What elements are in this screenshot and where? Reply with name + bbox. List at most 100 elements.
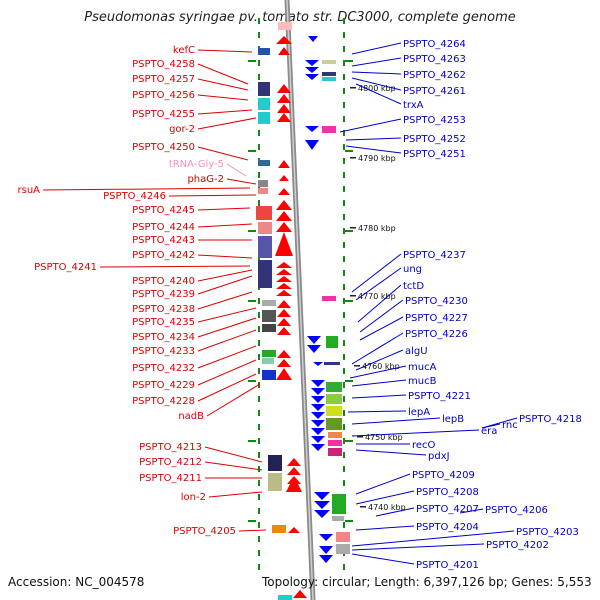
tick-mark <box>258 32 260 38</box>
plus-strand-arrow <box>288 527 300 533</box>
minus-strand-arrow <box>307 345 321 353</box>
left-leader-line <box>197 146 249 161</box>
left-leader-line <box>197 78 249 91</box>
plus-strand-arrow <box>287 467 301 475</box>
right-leader-line <box>347 410 407 413</box>
left-gene-label: PSPTO_4238 <box>132 304 195 315</box>
plus-strand-arrow <box>278 188 290 195</box>
right-gene-label: PSPTO_4209 <box>412 470 475 481</box>
minus-strand-arrow <box>305 67 319 73</box>
gene-feature-box <box>278 595 292 600</box>
left-gene-label: phaG-2 <box>187 174 224 185</box>
right-gene-label: PSPTO_4237 <box>403 250 466 261</box>
right-gene-label: PSPTO_4202 <box>486 540 549 551</box>
plus-strand-arrow <box>279 175 289 181</box>
minus-strand-arrow <box>311 436 325 443</box>
gene-feature-box <box>256 206 272 220</box>
minus-strand-arrow <box>314 492 330 500</box>
left-gene-label: PSPTO_4213 <box>139 442 202 453</box>
minus-strand-arrow <box>319 534 333 541</box>
tick-mark <box>258 466 260 472</box>
tick-mark <box>258 564 260 570</box>
gene-feature-box <box>258 98 270 110</box>
right-leader-line <box>355 449 427 456</box>
right-gene-label: recO <box>412 440 436 451</box>
plus-strand-arrow <box>277 350 291 358</box>
left-gene-label: PSPTO_4212 <box>139 457 202 468</box>
gene-feature-box <box>258 188 268 194</box>
plus-strand-arrow <box>276 283 292 289</box>
right-leader-line <box>351 553 415 565</box>
major-tick-mark <box>248 440 256 442</box>
tick-mark <box>343 452 345 458</box>
minus-strand-arrow <box>311 404 325 411</box>
gene-feature-box <box>262 350 276 357</box>
tick-mark <box>343 200 345 206</box>
gene-feature-box <box>336 532 350 542</box>
left-leader-line <box>99 265 251 268</box>
minus-strand-arrow <box>314 501 330 509</box>
tick-mark <box>343 88 345 94</box>
plus-strand-arrow <box>277 94 291 103</box>
scale-label: 4800 kbp <box>358 84 396 93</box>
major-tick-mark <box>248 60 256 62</box>
gene-feature-box <box>322 77 336 81</box>
right-leader-line <box>351 42 402 55</box>
left-leader-line <box>197 275 253 295</box>
left-gene-label: PSPTO_4255 <box>132 109 195 120</box>
tick-mark <box>258 494 260 500</box>
tick-mark <box>343 60 345 66</box>
plus-strand-arrow <box>287 458 301 466</box>
tick-mark <box>258 18 260 24</box>
plus-strand-arrow <box>276 262 292 268</box>
left-gene-label: PSPTO_4257 <box>132 74 195 85</box>
tick-mark <box>258 298 260 304</box>
major-tick-mark <box>345 440 353 442</box>
right-leader-line <box>351 253 402 293</box>
tick-mark <box>343 424 345 430</box>
minus-strand-arrow <box>305 74 319 80</box>
tick-mark <box>343 256 345 262</box>
minus-strand-arrow <box>319 546 333 554</box>
right-gene-label: PSPTO_4253 <box>403 115 466 126</box>
right-leader-line <box>355 473 411 495</box>
tick-mark <box>343 46 345 52</box>
right-leader-line <box>349 365 407 379</box>
right-leader-line <box>345 137 402 141</box>
minus-strand-arrow <box>311 380 325 387</box>
left-leader-line <box>197 254 253 259</box>
tick-mark <box>258 354 260 360</box>
tick-mark <box>343 564 345 570</box>
tick-mark <box>343 438 345 444</box>
tick-mark <box>258 550 260 556</box>
tick-mark <box>258 60 260 66</box>
left-leader-line <box>197 291 253 310</box>
tick-mark <box>343 340 345 346</box>
gene-feature-box <box>322 296 336 301</box>
right-gene-label: PSPTO_4207 <box>416 504 479 515</box>
left-gene-label: rsuA <box>18 185 41 196</box>
major-tick-mark <box>248 380 256 382</box>
right-leader-line <box>351 417 441 425</box>
scale-tick <box>357 436 363 438</box>
left-leader-line <box>197 373 257 402</box>
left-leader-line <box>42 187 251 191</box>
topology-text: Topology: circular; Length: 6,397,126 bp… <box>262 575 592 589</box>
tick-mark <box>343 312 345 318</box>
left-gene-label: PSPTO_4229 <box>132 380 195 391</box>
tick-mark <box>258 480 260 486</box>
major-tick-mark <box>248 300 256 302</box>
left-gene-label: PSPTO_4228 <box>132 396 195 407</box>
right-leader-line <box>355 349 404 371</box>
right-leader-line <box>481 417 518 429</box>
left-gene-label: PSPTO_4243 <box>132 235 195 246</box>
tick-mark <box>343 116 345 122</box>
minus-strand-arrow <box>314 510 330 518</box>
tick-mark <box>343 270 345 276</box>
scale-tick <box>350 157 356 159</box>
gene-feature-box <box>258 48 270 55</box>
left-gene-label: PSPTO_4234 <box>132 332 195 343</box>
genome-backbone-highlight <box>286 0 314 600</box>
tick-mark <box>343 480 345 486</box>
plus-strand-arrow <box>277 309 291 317</box>
